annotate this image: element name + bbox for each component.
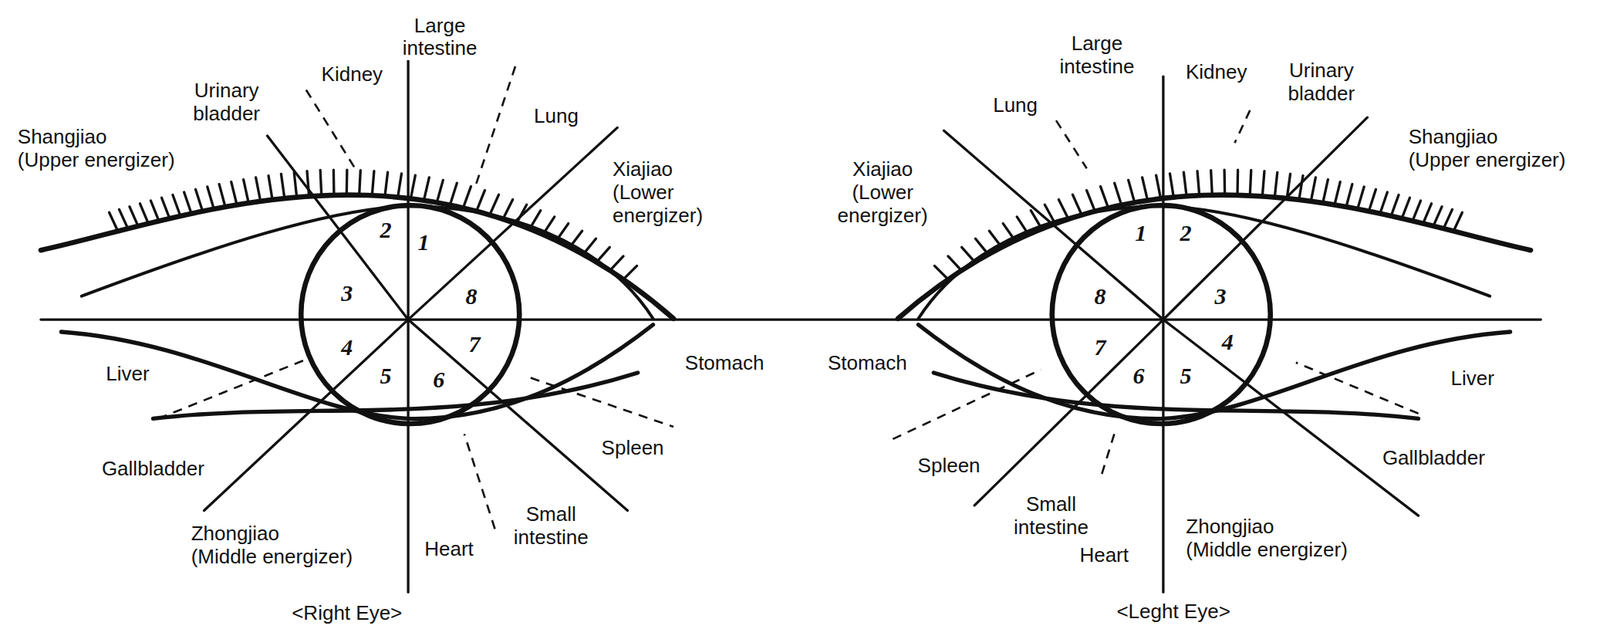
sector-number: 8 xyxy=(465,284,478,308)
organ-label: Stomach xyxy=(682,351,767,375)
dashed-leaders xyxy=(158,66,1419,529)
sector-number: 6 xyxy=(432,367,445,392)
organ-label: Shangjiao (Upper energizer) xyxy=(15,125,178,173)
organ-label: Xiajiao (Lower energizer) xyxy=(835,158,931,228)
label-line: intestine xyxy=(513,526,589,550)
sector-number: 2 xyxy=(380,218,392,242)
label-line: Urinary xyxy=(1288,59,1356,83)
organ-label: Small intestine xyxy=(511,502,591,550)
label-line: (Upper energizer) xyxy=(17,148,176,173)
sector-number: 4 xyxy=(340,335,353,359)
sector-number: 7 xyxy=(469,332,481,356)
label-line: Xiajiao xyxy=(837,158,929,182)
leader-line xyxy=(474,66,516,190)
diagonal-line xyxy=(204,127,618,510)
label-line: energizer) xyxy=(612,204,703,228)
organ-label: Urinary bladder xyxy=(190,79,263,126)
sector-number: 3 xyxy=(340,281,353,305)
vertical-line xyxy=(1161,76,1165,592)
label-line: intestine xyxy=(1059,55,1135,79)
label-line: (Lower xyxy=(837,181,929,205)
organ-label: Liver xyxy=(103,362,152,386)
leader-line xyxy=(892,369,1041,439)
label-line: bladder xyxy=(192,102,260,126)
sector-number: 8 xyxy=(1093,284,1106,308)
organ-label: Shangjiao (Upper energizer) xyxy=(1406,125,1569,173)
organ-label: Gallbladder xyxy=(1380,446,1488,470)
organ-label: Small intestine xyxy=(1011,492,1091,540)
leader-line xyxy=(1100,433,1115,480)
organ-label: Xiajiao (Lower energizer) xyxy=(610,158,706,228)
label-line: Large xyxy=(402,14,478,38)
label-line: Shangjiao xyxy=(17,125,176,149)
organ-label: Urinary bladder xyxy=(1286,59,1358,106)
sector-number: 5 xyxy=(1180,364,1192,388)
sector-number: 4 xyxy=(1221,330,1234,354)
organ-label: Lung xyxy=(990,94,1040,118)
label-line: Xiajiao xyxy=(612,158,703,182)
organ-label: Large intestine xyxy=(1057,32,1138,79)
organ-label: Heart xyxy=(421,537,476,561)
organ-label: Lung xyxy=(531,104,581,129)
organ-label: Spleen xyxy=(915,454,983,478)
label-line: Urinary xyxy=(192,79,260,103)
leader-line xyxy=(1234,110,1250,143)
organ-label: Stomach xyxy=(825,351,910,375)
leader-line xyxy=(306,89,355,169)
diagonal-line xyxy=(944,130,1419,516)
organ-label: Heart xyxy=(1076,543,1131,568)
label-line: (Lower xyxy=(612,181,703,205)
leader-line xyxy=(1296,362,1419,414)
label-line: (Middle energizer) xyxy=(191,545,354,569)
label-line: Zhongjiao xyxy=(191,522,354,546)
label-line: Zhongjiao xyxy=(1185,515,1348,539)
label-line: intestine xyxy=(1013,516,1089,540)
left-eye xyxy=(897,169,1531,424)
organ-label: Gallbladder xyxy=(99,457,207,481)
organ-label: Zhongjiao (Middle energizer) xyxy=(189,522,356,569)
leader-line xyxy=(530,378,674,428)
organ-label: <Leght Eye> xyxy=(1113,600,1233,624)
label-line: Large xyxy=(1059,32,1135,56)
sector-number: 1 xyxy=(417,230,429,254)
organ-label: Liver xyxy=(1448,367,1497,391)
sector-number: 5 xyxy=(380,364,392,388)
label-line: Small xyxy=(1013,492,1089,517)
right-eye xyxy=(40,169,674,424)
label-line: energizer) xyxy=(837,204,929,228)
organ-label: Kidney xyxy=(1183,60,1250,85)
sector-lines xyxy=(40,50,1541,592)
label-line: bladder xyxy=(1288,82,1356,106)
sector-number: 2 xyxy=(1180,221,1192,245)
leader-line xyxy=(1056,120,1087,169)
sector-number: 7 xyxy=(1093,335,1106,359)
label-line: Shangjiao xyxy=(1408,125,1567,149)
diagonal-line xyxy=(267,135,628,511)
organ-label: Large intestine xyxy=(400,14,480,61)
leader-line xyxy=(464,433,496,529)
label-line: (Upper energizer) xyxy=(1408,148,1567,173)
sector-number: 6 xyxy=(1133,364,1145,388)
sector-number: 3 xyxy=(1215,284,1227,308)
label-line: (Middle energizer) xyxy=(1185,538,1348,562)
organ-label: Zhongjiao (Middle energizer) xyxy=(1183,515,1351,562)
diagonal-line xyxy=(974,117,1368,506)
sector-number: 1 xyxy=(1134,221,1147,245)
midline xyxy=(40,317,1541,321)
organ-label: Spleen xyxy=(599,436,667,460)
organ-label: <Right Eye> xyxy=(289,601,405,625)
label-line: intestine xyxy=(402,37,478,61)
organ-label: Kidney xyxy=(319,63,386,87)
label-line: Small xyxy=(513,502,589,527)
leader-line xyxy=(158,359,307,419)
